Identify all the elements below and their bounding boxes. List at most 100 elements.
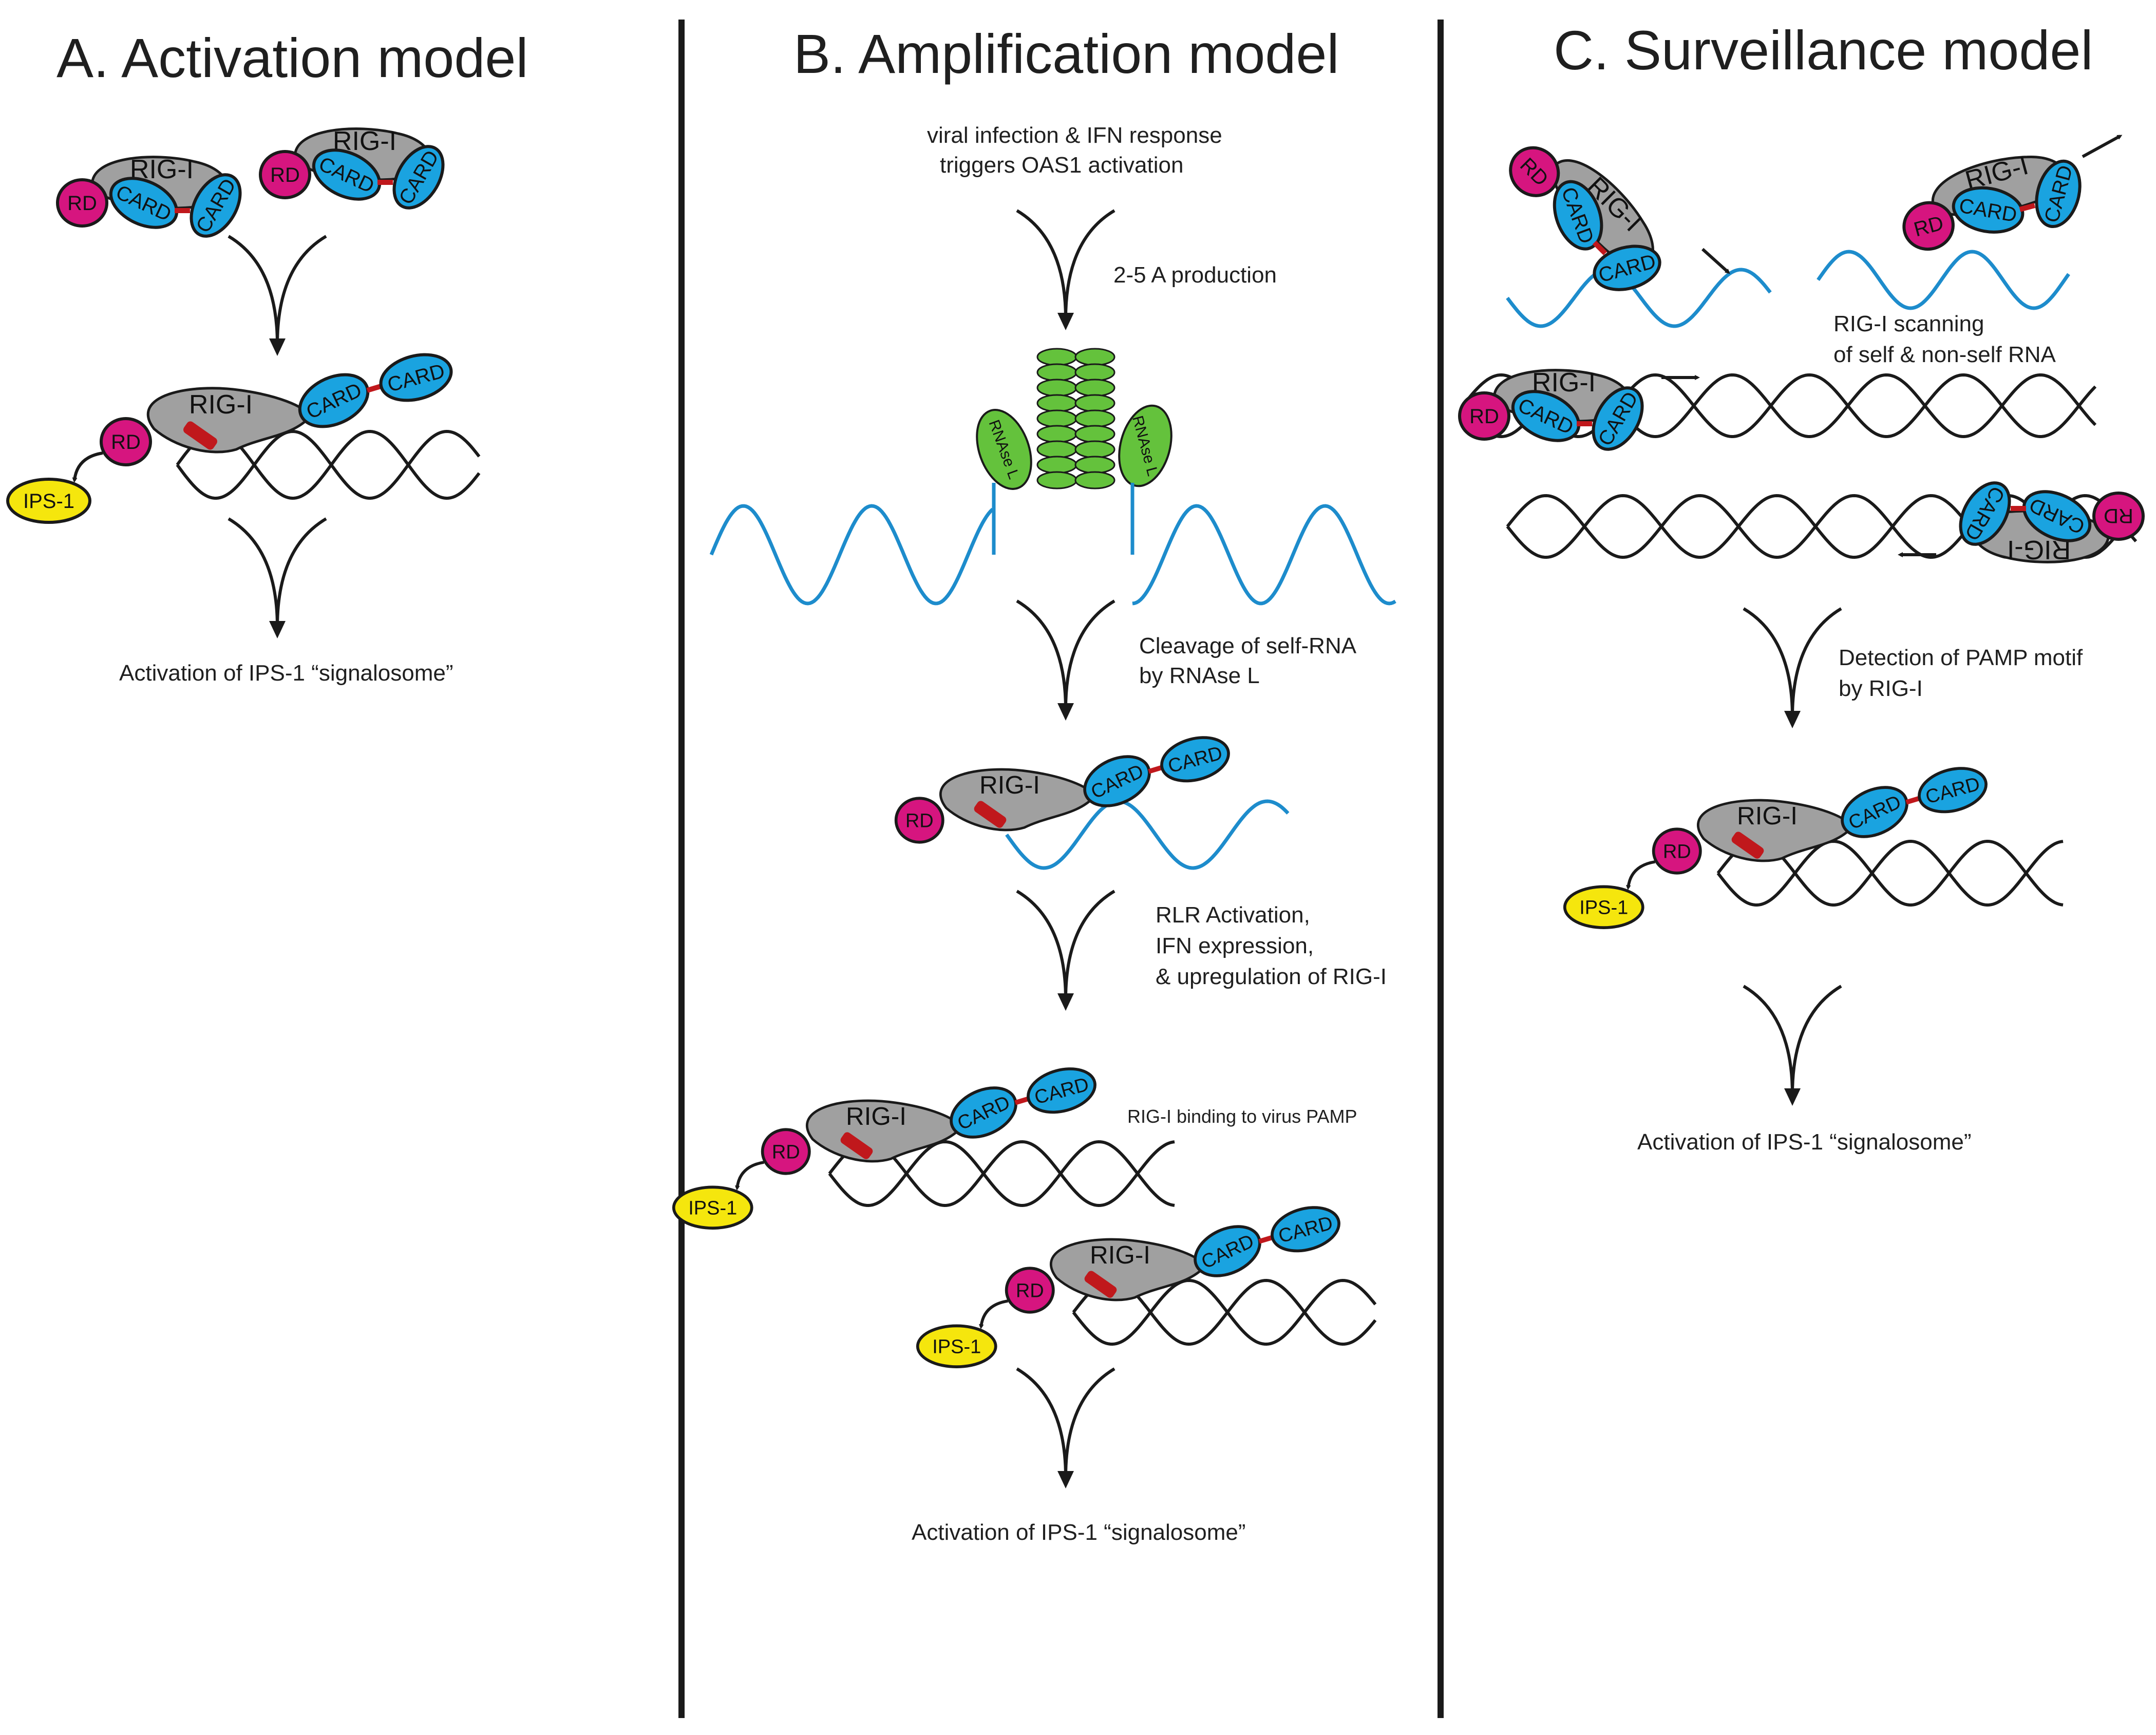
arrowhead <box>1057 313 1074 330</box>
rd-label: RD <box>1469 405 1499 428</box>
ips-1-oval <box>916 1324 997 1369</box>
helix-strand <box>1072 1278 1377 1346</box>
rig-i-label: RIG-I <box>979 771 1040 799</box>
rna-binding-motif <box>1084 1271 1117 1298</box>
rna-binding-motif <box>183 421 217 450</box>
caption-a-activation: Activation of IPS-1 “signalosome” <box>119 661 453 686</box>
panel-a-title: A. Activation model <box>56 27 528 89</box>
card-domain <box>1593 244 1661 291</box>
2-5a-oligomer <box>1074 394 1115 412</box>
caption-b-activation: Activation of IPS-1 “signalosome” <box>912 1520 1246 1545</box>
card-linker <box>1592 240 1607 255</box>
arrow-curve <box>1064 890 1115 1000</box>
ips-1-oval <box>672 1185 753 1230</box>
rd-label: RD <box>1016 1280 1044 1302</box>
arrow-curve <box>228 517 279 628</box>
funnel-arrow <box>1743 985 1842 1106</box>
arrowhead <box>1784 711 1801 728</box>
rig-i-label: RIG-I <box>1090 1241 1150 1269</box>
ssrna-strand <box>1506 268 1772 328</box>
2-5a-oligomer <box>1074 409 1115 428</box>
2-5a-oligomer <box>1074 456 1115 474</box>
arrow-curve <box>1791 985 1842 1095</box>
card-domain <box>1027 1067 1096 1114</box>
ips-1-oval <box>1563 885 1644 930</box>
rd-domain <box>1902 201 1955 251</box>
card-domain <box>1918 767 1988 814</box>
card-domain <box>2022 490 2092 542</box>
panel-c-title: C. Surveillance model <box>1554 19 2093 81</box>
2-5a-oligomer <box>1036 425 1077 443</box>
rd-label: RD <box>1663 841 1691 862</box>
rd-domain <box>1509 146 1560 197</box>
rd-label: RD <box>270 164 300 186</box>
rd-label: RD <box>772 1141 800 1163</box>
rig-i-label: RIG-I <box>189 390 253 420</box>
arrow-curve <box>1064 209 1115 319</box>
caption-b-2-5a: 2-5 A production <box>1113 262 1277 288</box>
2-5a-oligomer <box>1036 363 1077 382</box>
2-5a-oligomer <box>1036 409 1077 428</box>
2-5a-oligomer <box>1036 348 1077 366</box>
card-linker <box>2019 203 2036 212</box>
ips-arrow <box>979 1299 1008 1329</box>
direction-arrow <box>1701 248 1730 274</box>
caption-c-scanning: RIG-I scanning <box>1833 311 1984 336</box>
2-5a-oligomer <box>1074 379 1115 397</box>
card-domain <box>1959 481 2011 546</box>
card-domain <box>1553 180 1603 251</box>
2-5a-oligomer <box>1036 379 1077 397</box>
rd-label: RD <box>2104 504 2133 527</box>
2-5a-oligomer <box>1074 471 1115 489</box>
card-domain <box>1841 786 1908 838</box>
helix-strand <box>176 429 481 500</box>
arrow-curve <box>276 235 327 345</box>
card-domain <box>950 1086 1017 1139</box>
rd-domain <box>1458 391 1510 441</box>
arrow-curve <box>1064 599 1115 710</box>
arrow-curve <box>1064 1367 1115 1478</box>
card-domain <box>1194 1225 1261 1277</box>
helix-strand <box>1716 839 2064 907</box>
ips-arrow <box>72 451 103 483</box>
caption-b-infection: triggers OAS1 activation <box>940 153 1183 178</box>
rd-domain <box>100 417 152 466</box>
arrow-curve <box>228 235 279 345</box>
card-domain <box>392 145 445 210</box>
arrowhead <box>1057 993 1074 1011</box>
caption-b-rlr: RLR Activation, <box>1156 902 1310 928</box>
2-5a-oligomer <box>1074 363 1115 382</box>
funnel-arrow <box>228 235 327 356</box>
arrow-curve <box>1791 607 1842 718</box>
arrowhead <box>269 621 286 638</box>
card-domain <box>2035 159 2082 229</box>
ips-1-label: IPS-1 <box>23 490 74 513</box>
arrowhead <box>1057 703 1074 721</box>
arrowhead <box>1784 1088 1801 1106</box>
rig-i-label: RIG-I <box>846 1102 906 1130</box>
caption-c-scanning: of self & non-self RNA <box>1833 342 2056 367</box>
caption-c-detection: Detection of PAMP motif <box>1839 645 2083 670</box>
caption-b-cleavage: by RNAse L <box>1139 663 1260 688</box>
arrow-curve <box>1016 209 1067 319</box>
card-domain <box>312 148 382 201</box>
2-5a-oligomer <box>1074 348 1115 366</box>
rig-i-label: RIG-I <box>1737 802 1798 830</box>
rnase-l-monomer <box>1118 404 1172 487</box>
rd-label: RD <box>67 192 97 215</box>
ssrna-strand <box>1817 250 2070 310</box>
arrowhead <box>1057 1471 1074 1488</box>
rna-binding-motif <box>840 1132 873 1159</box>
caption-b-binding: RIG-I binding to virus PAMP <box>1127 1106 1357 1127</box>
funnel-arrow <box>228 517 327 638</box>
caption-b-cleavage: Cleavage of self-RNA <box>1139 633 1357 658</box>
rnase-l-monomer <box>976 409 1032 490</box>
arrow-curve <box>1016 1367 1067 1478</box>
rd-domain <box>1652 827 1702 875</box>
rd-domain <box>894 797 944 844</box>
2-5a-oligomer <box>1036 440 1077 459</box>
